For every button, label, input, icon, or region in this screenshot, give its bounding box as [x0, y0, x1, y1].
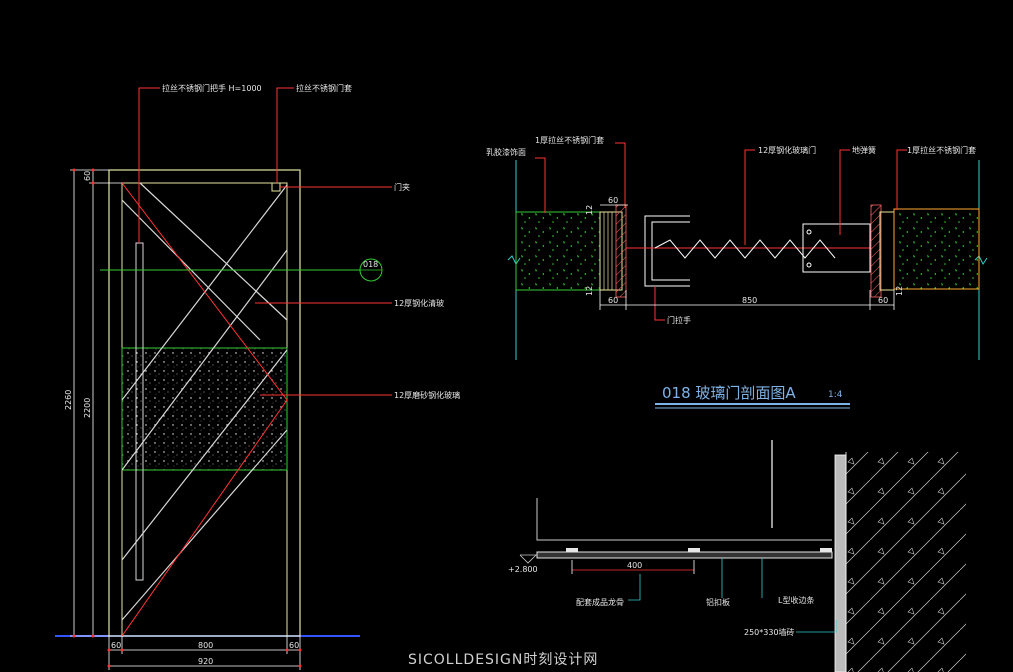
section-title: 018 玻璃门剖面图A [662, 384, 796, 402]
door-swing-line [121, 182, 288, 637]
label-handle: 拉丝不锈钢门把手 H=1000 [162, 83, 262, 93]
leader-handle [138, 87, 160, 243]
label-door-pull: 门拉手 [667, 315, 691, 325]
frosted-glass-band [121, 347, 288, 471]
floor-spring-box [802, 223, 871, 273]
elevation-mark: +2.800 [508, 565, 538, 574]
dim-left-bottom: 60 [608, 296, 618, 305]
dim-bottom-right: 60 [289, 641, 299, 650]
label-aluminum-panel: 铝扣板 [706, 597, 730, 607]
section-scale: 1:4 [828, 390, 843, 400]
label-door-frame: 拉丝不锈钢门套 [296, 83, 352, 93]
glass-break-line [654, 239, 836, 259]
right-wall-block [893, 208, 980, 290]
dim-bottom-left: 60 [111, 641, 121, 650]
label-latex-finish: 乳胶漆饰面 [486, 147, 526, 157]
glass-door-section: 乳胶漆饰面 1厚拉丝不锈钢门套 12厚钢化玻璃门 地弹簧 1厚拉丝不锈钢门套 门… [486, 135, 988, 409]
watermark: SICOLLDESIGN时刻设计网 [408, 652, 598, 668]
label-edge-strip: L型收边条 [778, 595, 814, 605]
label-frame-left: 1厚拉丝不锈钢门套 [535, 135, 604, 145]
clamp-marker [271, 182, 281, 192]
door-pull-shape [644, 215, 690, 287]
aluminum-panel [536, 551, 833, 559]
dim-left-top: 60 [608, 196, 618, 205]
label-clamp: 门夹 [394, 182, 410, 192]
dim-400: 400 [627, 561, 642, 570]
leader-frame [276, 87, 294, 183]
left-wall-block [515, 211, 601, 291]
section-ref-text: 018 [363, 260, 378, 269]
dim-left-12-bottom: 12 [585, 286, 594, 296]
dim-height-inner: 2200 [83, 398, 92, 418]
dim-height-outer: 2260 [64, 390, 73, 410]
label-floor-spring: 地弹簧 [852, 145, 876, 155]
dim-middle: 850 [742, 296, 757, 305]
tile-layer [834, 454, 847, 672]
ceiling-detail: +2.800 400 配套成品龙骨 铝扣板 L型收边条 250*330墙砖 [508, 440, 966, 672]
dim-right-bottom: 60 [878, 296, 888, 305]
label-clear-glass: 12厚钢化清玻 [394, 298, 444, 308]
label-frosted-glass: 12厚磨砂钢化玻璃 [394, 390, 460, 400]
wall-hatch [846, 452, 966, 672]
dim-total-width: 920 [198, 657, 213, 666]
dim-left-12-top: 12 [585, 205, 594, 215]
dim-top-60: 60 [83, 171, 92, 181]
dim-right-12: 12 [895, 286, 904, 296]
label-tile: 250*330墙砖 [744, 627, 795, 637]
door-elevation: 018 拉丝不锈钢门把手 H=1000 拉丝不锈钢门套 门夹 12厚钢化清玻 1… [55, 83, 460, 670]
label-keel: 配套成品龙骨 [576, 597, 624, 607]
dim-bottom-mid: 800 [198, 641, 213, 650]
label-frame-right: 1厚拉丝不锈钢门套 [907, 145, 976, 155]
label-glass-door: 12厚钢化玻璃门 [758, 145, 816, 155]
right-door-jamb [879, 211, 895, 291]
